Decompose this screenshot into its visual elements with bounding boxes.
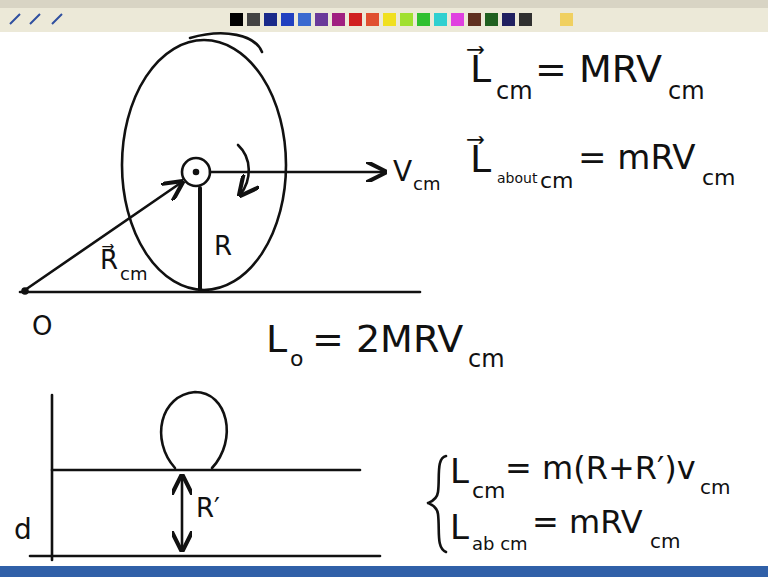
handwritten-label: = MRV <box>535 48 662 92</box>
hub <box>182 158 210 186</box>
ground-line <box>20 291 420 294</box>
rotation-stroke <box>190 33 262 52</box>
raised-ground <box>52 469 360 472</box>
handwritten-label: L⃗ <box>470 138 491 182</box>
handwritten-label: ab cm <box>472 534 528 555</box>
radius-line <box>198 188 202 290</box>
handwritten-label: L <box>450 452 469 491</box>
handwritten-label: cm <box>468 346 505 374</box>
handwritten-label: = m(R+R′)v <box>505 450 696 487</box>
center-dot <box>194 170 198 174</box>
handwritten-label: V <box>393 156 412 188</box>
brace <box>428 456 446 552</box>
handwritten-label: cm <box>472 478 506 503</box>
handwritten-label: cm <box>668 78 705 106</box>
handwritten-label: R′ <box>196 494 220 524</box>
vertical-axis <box>51 395 54 560</box>
handwritten-label: L <box>450 508 469 547</box>
handwritten-label: cm <box>650 530 680 553</box>
handwritten-label: = mRV <box>578 138 695 177</box>
handwritten-label: cm <box>700 476 730 499</box>
handwritten-label: d <box>14 514 32 546</box>
spin-arrow <box>238 145 249 195</box>
handwritten-label: = mRV <box>532 504 643 541</box>
handwritten-label: o <box>290 346 303 371</box>
handwritten-label: cm <box>496 78 533 106</box>
handwritten-label: O <box>32 312 52 342</box>
reference-ground <box>30 555 380 558</box>
handwritten-label: R⃗ <box>100 246 118 276</box>
handwritten-label: cm <box>120 264 147 285</box>
velocity-arrow <box>210 171 385 174</box>
height-arrow <box>181 476 184 550</box>
taskbar <box>0 566 768 577</box>
handwritten-label: cm <box>413 174 440 195</box>
handwritten-label: = 2MRV <box>312 318 463 362</box>
wheel <box>122 40 286 290</box>
handwritten-label: about <box>497 170 537 186</box>
toolbar <box>0 0 768 32</box>
handwritten-label: cm <box>540 168 574 193</box>
origin-dot <box>23 289 28 294</box>
small-wheel <box>161 392 227 468</box>
handwritten-label: cm <box>702 165 736 190</box>
handwritten-label: L⃗ <box>470 48 491 92</box>
menu-bar <box>0 0 768 8</box>
handwritten-label: L <box>266 318 287 362</box>
color-swatches <box>10 13 573 26</box>
handwritten-label: R <box>214 232 232 262</box>
position-vector <box>25 182 182 290</box>
